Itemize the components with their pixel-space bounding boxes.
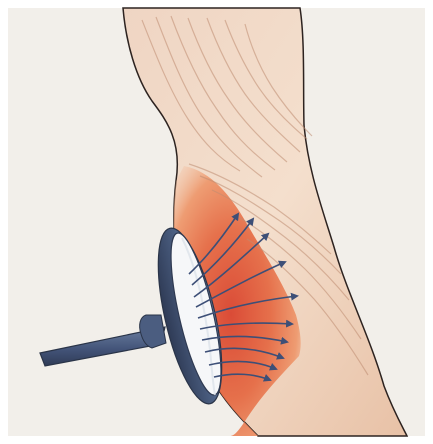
- limb-treatment-illustration: [0, 0, 433, 444]
- illustration-canvas: [0, 0, 433, 444]
